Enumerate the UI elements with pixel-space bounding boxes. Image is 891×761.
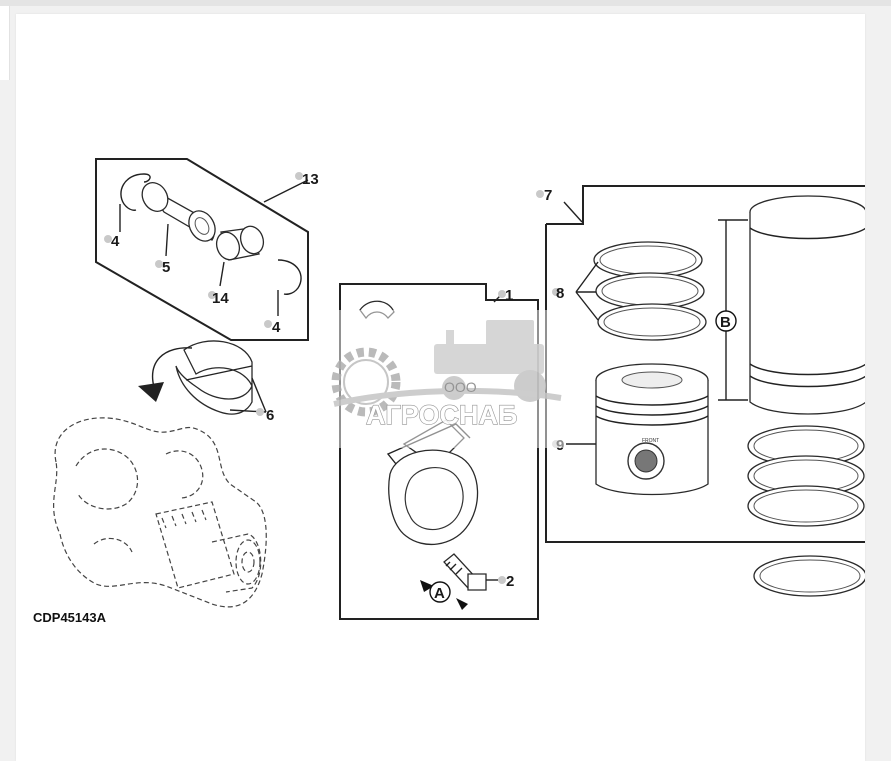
callout-piston-pin: 5 [162, 259, 170, 276]
piston-part: FRONT [595, 363, 709, 496]
crankshaft-outline [53, 417, 267, 608]
callout-snap-ring-lower: 4 [272, 319, 281, 336]
callout-rod-bolt: 2 [506, 573, 514, 590]
rod-bearings-group: 6 [138, 340, 274, 424]
top-bar [0, 0, 891, 6]
piston-front-mark: FRONT [642, 438, 659, 444]
diagram-card: 4 5 14 4 13 6 CDP45143A [16, 14, 865, 761]
snap-ring-upper [120, 173, 145, 211]
pin-kit-group: 4 5 14 4 13 [95, 158, 319, 341]
callout-rod-bearings: 6 [266, 407, 274, 424]
callout-pin-kit: 13 [302, 171, 319, 188]
callout-snap-ring-upper: 4 [111, 233, 120, 250]
piston-liner-kit-group: 7 8 FRONT 9 [536, 185, 865, 597]
piston-rings-part [593, 241, 707, 341]
side-panel-edge [0, 6, 10, 80]
callout-piston-rings: 8 [556, 285, 564, 302]
liner-seal-rings [747, 425, 865, 597]
rod-bolt-part [443, 553, 487, 591]
watermark-logo: ООО АГРОСНАБ [324, 310, 564, 448]
cylinder-liner-part [749, 195, 865, 415]
connecting-rod-frame [339, 283, 539, 620]
callout-liner: B [720, 314, 731, 331]
callout-rod-bolt-detail: A [434, 585, 445, 602]
snap-ring-lower [277, 259, 302, 295]
watermark-company: АГРОСНАБ [366, 400, 517, 430]
figure-code: CDP45143A [33, 610, 107, 625]
pin-bushing-part [215, 225, 265, 261]
pin-kit-frame [95, 158, 309, 341]
piston-pin-part [141, 182, 216, 242]
callout-piston-liner-kit: 7 [544, 187, 552, 204]
callout-pin-bushing: 14 [212, 290, 229, 307]
exploded-parts-diagram: 4 5 14 4 13 6 CDP45143A [33, 158, 865, 625]
watermark-prefix: ООО [444, 379, 477, 395]
callout-connecting-rod: 1 [505, 287, 513, 304]
gear-icon [331, 347, 401, 417]
